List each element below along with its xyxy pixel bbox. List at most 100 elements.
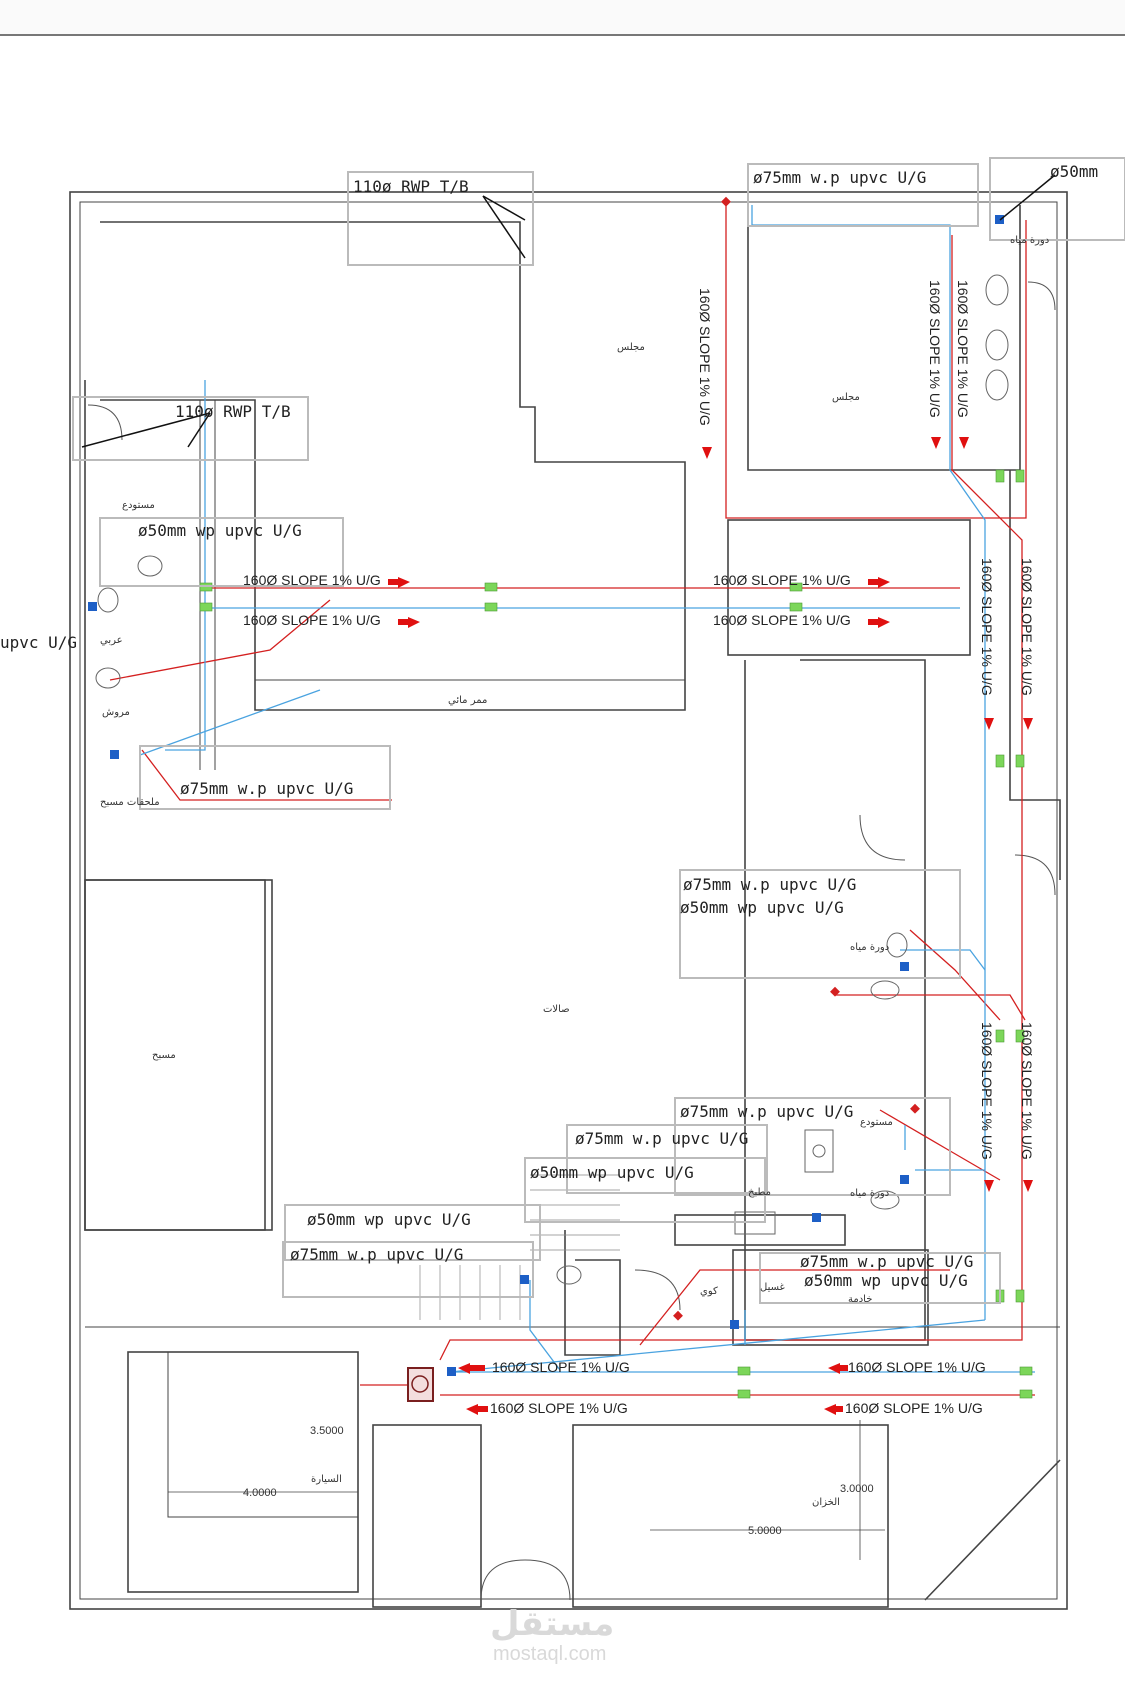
wp75-label-low2: ø75mm w.p upvc U/G bbox=[575, 1129, 748, 1148]
right-column-wall bbox=[1009, 470, 1061, 880]
slope-v6: 160Ø SLOPE 1% U/G bbox=[979, 1022, 995, 1160]
entry-block bbox=[372, 1424, 482, 1608]
arrow-left-icon bbox=[828, 1363, 848, 1374]
arrow-left-icon bbox=[824, 1404, 843, 1415]
door-arc-mid bbox=[859, 814, 906, 861]
wp75-label-low1: ø75mm w.p upvc U/G bbox=[680, 1102, 853, 1121]
slope-b3: 160Ø SLOPE 1% U/G bbox=[490, 1400, 628, 1416]
room-wc-top: دورة مياه bbox=[1010, 235, 1049, 246]
room-arabi: عربي bbox=[100, 635, 123, 646]
room-pool: مسبح bbox=[152, 1050, 176, 1061]
dim-tank-width: 5.0000 bbox=[748, 1525, 782, 1537]
arrow-down-icon bbox=[1023, 718, 1033, 730]
wp50-label-low3: ø50mm wp upvc U/G bbox=[804, 1271, 968, 1290]
arrow-down-icon bbox=[931, 437, 941, 449]
wp75-label-top: ø75mm w.p upvc U/G bbox=[753, 168, 926, 187]
room-wc-mid: دورة مياه bbox=[850, 942, 889, 953]
slope-h2: 160Ø SLOPE 1% U/G bbox=[243, 612, 381, 628]
wp50-label-low2: ø50mm wp upvc U/G bbox=[307, 1210, 471, 1229]
dimension-lines bbox=[168, 1352, 885, 1560]
pipe-size-labels: 110ø RWP T/B ø75mm w.p upvc U/G ø50mm 11… bbox=[0, 162, 1098, 1290]
wp75-label-low4: ø75mm w.p upvc U/G bbox=[800, 1252, 973, 1271]
door-arc-left bbox=[87, 404, 123, 441]
slope-b1: 160Ø SLOPE 1% U/G bbox=[492, 1359, 630, 1375]
slope-v3: 160Ø SLOPE 1% U/G bbox=[955, 280, 971, 418]
tank-diagonal bbox=[924, 1459, 1061, 1601]
room-rooh: مروش bbox=[102, 707, 130, 718]
tank-block bbox=[572, 1424, 889, 1608]
room-khazzan: الخزان bbox=[812, 1497, 840, 1508]
watermark-brand: مستقل bbox=[490, 1604, 614, 1644]
room-mulhaqat: ملحقات مسبح bbox=[100, 797, 160, 808]
stair-hatching bbox=[419, 1174, 620, 1320]
slope-h3: 160Ø SLOPE 1% U/G bbox=[713, 572, 851, 588]
slope-b4: 160Ø SLOPE 1% U/G bbox=[845, 1400, 983, 1416]
wp50-label-mid: ø50mm wp upvc U/G bbox=[680, 898, 844, 917]
upvc-edge-label: upvc U/G bbox=[0, 633, 77, 652]
arrow-right-icon bbox=[398, 617, 420, 628]
wp75-label-low3: ø75mm w.p upvc U/G bbox=[290, 1245, 463, 1264]
watermark: مستقل mostaql.com bbox=[490, 1604, 614, 1665]
room-sayara: السيارة bbox=[311, 1474, 342, 1485]
walls bbox=[69, 191, 1068, 1610]
arrow-right-icon bbox=[868, 577, 890, 588]
wp50-label-left: ø50mm wp upvc U/G bbox=[138, 521, 302, 540]
arrow-left-icon bbox=[466, 1404, 488, 1415]
red-pipes bbox=[109, 205, 1035, 1396]
label-boxes bbox=[72, 157, 1125, 1304]
floor-traps bbox=[88, 215, 1004, 1376]
car-bay bbox=[127, 1351, 359, 1593]
dim-tank-height: 3.0000 bbox=[840, 1483, 874, 1495]
slope-labels: 160Ø SLOPE 1% U/G 160Ø SLOPE 1% U/G 160Ø… bbox=[243, 280, 1035, 1416]
laundry-block bbox=[732, 1249, 929, 1346]
arrow-down-icon bbox=[1023, 1180, 1033, 1192]
dim-car-width: 4.0000 bbox=[243, 1487, 277, 1499]
rwp-label-left: 110ø RWP T/B bbox=[175, 402, 291, 421]
door-arc-top-right bbox=[1027, 281, 1056, 311]
room-labels: مجلس مجلس دورة مياه مستودع عربي مروش ملح… bbox=[100, 235, 1049, 1508]
slope-v1: 160Ø SLOPE 1% U/G bbox=[697, 288, 713, 426]
outer-boundary bbox=[69, 191, 1068, 1610]
upper-left-block bbox=[100, 221, 686, 711]
arrow-left-icon bbox=[458, 1363, 485, 1374]
slope-h4: 160Ø SLOPE 1% U/G bbox=[713, 612, 851, 628]
room-ghaseel: غسيل bbox=[760, 1282, 785, 1293]
sanitary-fixtures bbox=[95, 274, 1009, 1285]
door-arc-right bbox=[1014, 854, 1056, 896]
leader-lines bbox=[81, 174, 1056, 448]
room-majlis-1: مجلس bbox=[617, 342, 645, 353]
room-mostawda-2: مستودع bbox=[860, 1117, 893, 1128]
room-wc-low: دورة مياه bbox=[850, 1188, 889, 1199]
majlis-right-block bbox=[747, 205, 1021, 471]
door-arc-entry bbox=[480, 1559, 571, 1601]
central-lower-block bbox=[744, 659, 926, 1341]
arrow-down-icon bbox=[984, 1180, 994, 1192]
manhole bbox=[407, 1367, 434, 1402]
slope-v5: 160Ø SLOPE 1% U/G bbox=[1019, 558, 1035, 696]
wp75-label-left: ø75mm w.p upvc U/G bbox=[180, 779, 353, 798]
arrow-down-icon bbox=[984, 718, 994, 730]
inner-boundary bbox=[79, 201, 1058, 1600]
slope-b2: 160Ø SLOPE 1% U/G bbox=[848, 1359, 986, 1375]
slope-h1: 160Ø SLOPE 1% U/G bbox=[243, 572, 381, 588]
door-arc-kawi bbox=[634, 1269, 681, 1311]
red-cleanout-markers bbox=[673, 196, 920, 1321]
arrow-down-icon bbox=[959, 437, 969, 449]
room-halls: صالات bbox=[543, 1004, 570, 1015]
stair-block bbox=[564, 1230, 621, 1356]
top-divider-bar bbox=[0, 0, 1125, 36]
slope-v7: 160Ø SLOPE 1% U/G bbox=[1019, 1022, 1035, 1160]
kitchen-counter bbox=[674, 1214, 846, 1246]
dim-car-height: 3.5000 bbox=[310, 1425, 344, 1437]
arrow-down-icon bbox=[702, 447, 712, 459]
room-khadima: خادمة bbox=[848, 1294, 872, 1305]
arrow-right-icon bbox=[868, 617, 890, 628]
pool-outline bbox=[84, 879, 273, 1231]
wp50-label-low1: ø50mm wp upvc U/G bbox=[530, 1163, 694, 1182]
room-kawi: كوي bbox=[700, 1286, 718, 1297]
doors bbox=[87, 281, 1056, 1601]
room-mostawda-1: مستودع bbox=[122, 500, 155, 511]
dimension-values: 4.0000 3.5000 5.0000 3.0000 bbox=[243, 1425, 874, 1537]
wp75-label-mid: ø75mm w.p upvc U/G bbox=[683, 875, 856, 894]
